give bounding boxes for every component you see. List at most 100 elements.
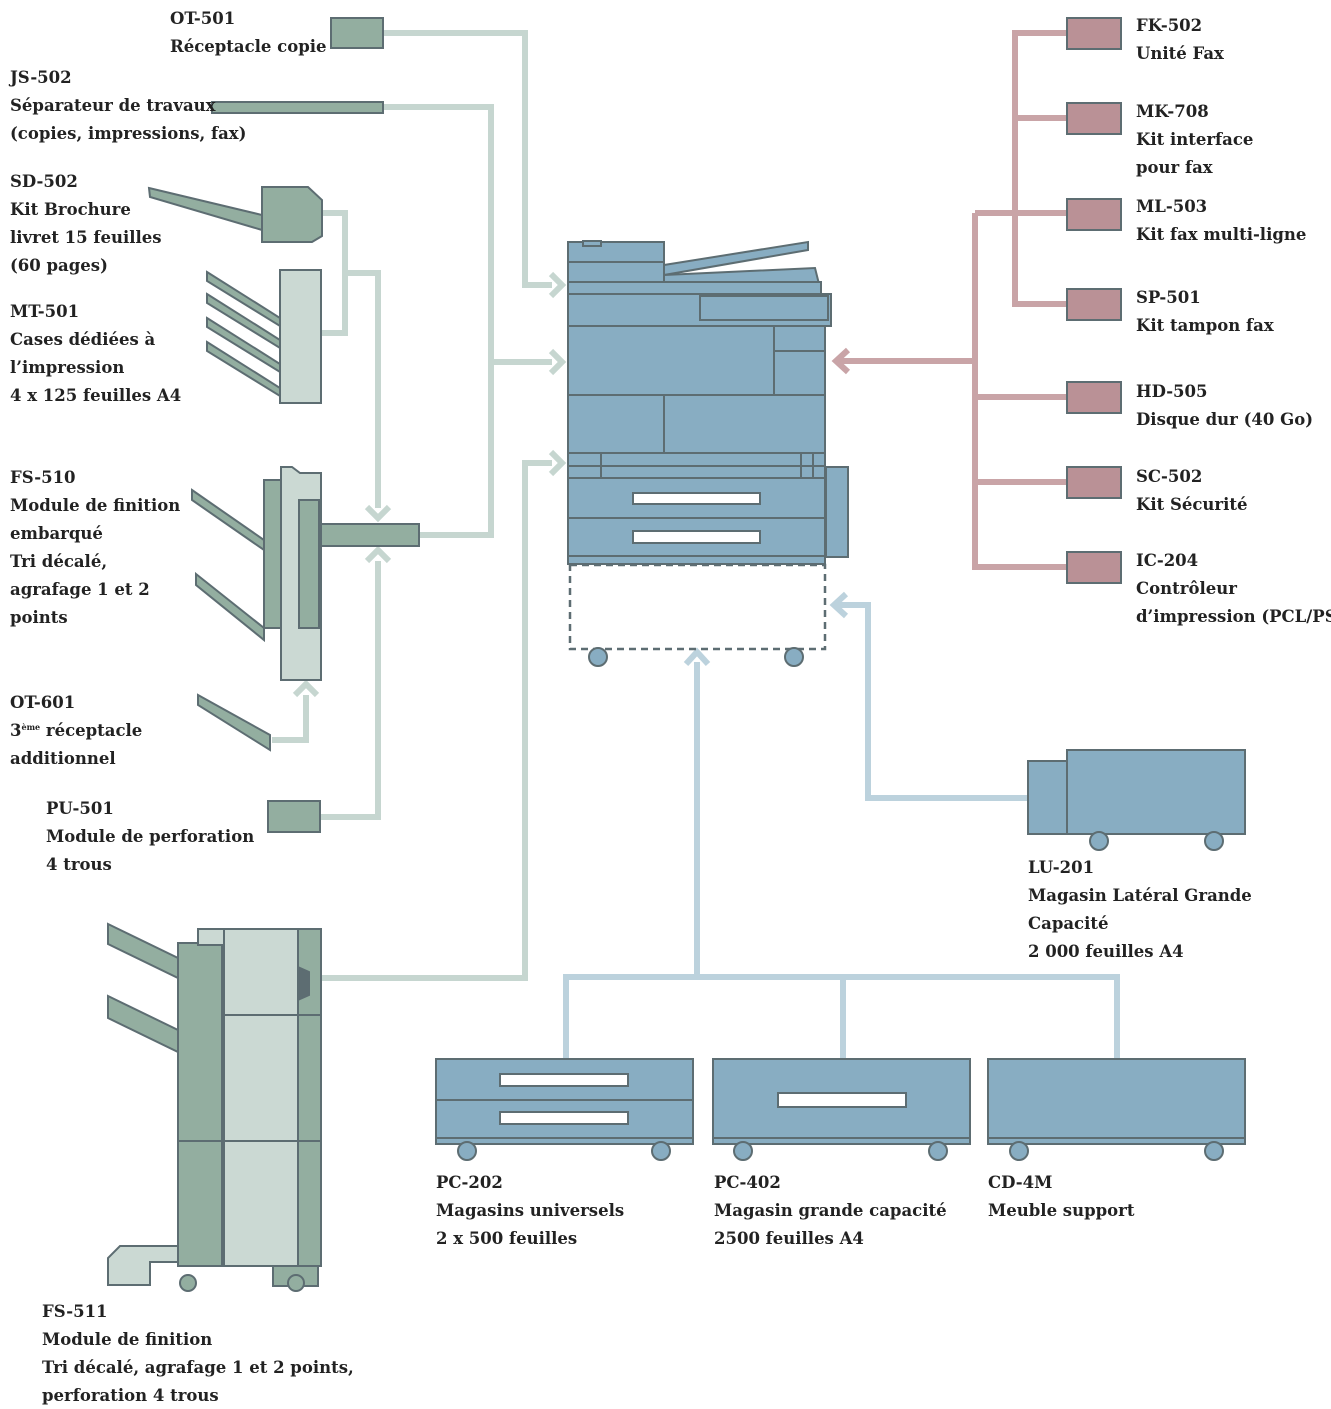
sd502-line3: (60 pages) (10, 256, 108, 275)
ml503-box (1066, 198, 1122, 231)
fs511-top-cap (197, 928, 225, 946)
fs511-latch (299, 966, 310, 1001)
ot501-code: OT-501 (170, 9, 236, 28)
stand-wheel-right (784, 647, 804, 667)
pc202-line1: Magasins universels (436, 1201, 625, 1220)
fk502-code: FK-502 (1136, 16, 1203, 35)
fs511-foot-tray (107, 1245, 179, 1286)
lu201-front (1027, 760, 1068, 835)
control-panel (699, 295, 829, 321)
front-side-upper (773, 325, 826, 396)
label-pu501: PU-501 Module de perforation 4 trous (46, 795, 254, 879)
fs511-wheel-left (179, 1274, 197, 1292)
fs510-side (263, 479, 282, 629)
ic204-line1: Contrôleur (1136, 579, 1237, 598)
arrowhead-sd-down (364, 504, 392, 523)
label-mt501: MT-501 Cases dédiées à l’impression 4 x … (10, 298, 181, 410)
green-connectors (272, 30, 552, 981)
fs510-line1: Module de finition (10, 496, 181, 515)
connector-fs511 (322, 460, 552, 981)
connector-lu201 (836, 602, 1028, 801)
arrowhead-trays (683, 647, 711, 667)
pu501-line1: Module de perforation (46, 827, 255, 846)
sd502-code: SD-502 (10, 172, 78, 191)
label-lu201: LU-201 Magasin Latéral Grande Capacité 2… (1028, 854, 1252, 966)
base-strip (567, 555, 826, 565)
hd505-box (1066, 381, 1122, 414)
pc202-code: PC-202 (436, 1173, 503, 1192)
tray-2-handle (632, 530, 761, 544)
mk708-line1: Kit interface (1136, 130, 1254, 149)
fax-devices (1066, 17, 1122, 584)
pu501-code: PU-501 (46, 799, 114, 818)
connector-sd502 (322, 210, 348, 336)
mk708-line2: pour fax (1136, 158, 1213, 177)
label-sp501: SP-501 Kit tampon fax (1136, 284, 1274, 340)
ot601-line1: 3ème réceptacle (10, 717, 142, 745)
label-js502: JS-502 Séparateur de travaux (copies, im… (10, 64, 246, 148)
fs510-line5: points (10, 608, 68, 627)
connector-ot501 (384, 30, 552, 288)
js502-code: JS-502 (10, 68, 72, 87)
label-ic204: IC-204 Contrôleur d’impression (PCL/PS) (1136, 547, 1331, 631)
fs510-tray-upper (191, 488, 265, 552)
mt501-line3: 4 x 125 feuilles A4 (10, 386, 182, 405)
fs511-main-body (223, 928, 299, 1267)
sc502-line1: Kit Sécurité (1136, 495, 1248, 514)
label-sd502: SD-502 Kit Brochure livret 15 feuilles (… (10, 168, 162, 280)
fs510-line3: Tri décalé, (10, 552, 108, 571)
copier (567, 240, 849, 667)
fs510-bridge (320, 523, 420, 547)
pc402-handle (777, 1092, 907, 1108)
fs510-inner-panel (298, 499, 320, 629)
green-arrowheads (292, 271, 567, 698)
label-ml503: ML-503 Kit fax multi-ligne (1136, 193, 1306, 249)
left-devices (147, 17, 420, 833)
label-fs510: FS-510 Module de finition embarqué Tri d… (10, 464, 180, 632)
fs511-wheel-right (287, 1274, 305, 1292)
label-ot601: OT-601 3ème réceptacle additionnel (10, 689, 142, 773)
lu201-code: LU-201 (1028, 858, 1095, 877)
connector-pu501 (320, 561, 381, 820)
fs510-line2: embarqué (10, 524, 103, 543)
label-hd505: HD-505 Disque dur (40 Go) (1136, 378, 1313, 434)
sc502-box (1066, 466, 1122, 499)
fs510-code: FS-510 (10, 468, 76, 487)
pc202-line2: 2 x 500 feuilles (436, 1229, 578, 1248)
mt501-line2: l’impression (10, 358, 125, 377)
front-door-right (663, 394, 826, 454)
label-sc502: SC-502 Kit Sécurité (1136, 463, 1248, 519)
connector-fax-bus (1012, 30, 1067, 307)
label-mk708: MK-708 Kit interface pour fax (1136, 98, 1253, 182)
fs511-finisher (107, 922, 322, 1292)
fs511-tray-upper (107, 922, 179, 980)
arrowhead-pu-up (364, 545, 392, 564)
pc402-line2: 2500 feuilles A4 (714, 1229, 864, 1248)
pc402-line1: Magasin grande capacité (714, 1201, 947, 1220)
mt501-body (279, 269, 322, 404)
lu201-wheel-right (1204, 831, 1224, 851)
mk708-box (1066, 102, 1122, 135)
pc202-device (435, 1058, 694, 1161)
ml503-line1: Kit fax multi-ligne (1136, 225, 1307, 244)
js502-line1: Séparateur de travaux (10, 96, 216, 115)
ot501-desc: Réceptacle copie (170, 37, 327, 56)
ot601-line2: additionnel (10, 749, 116, 768)
blue-connectors (563, 591, 1120, 1059)
optional-stand-outline (568, 563, 827, 651)
js502-separator (211, 101, 384, 114)
lu201-line3: 2 000 feuilles A4 (1028, 942, 1184, 961)
pu501-line2: 4 trous (46, 855, 112, 874)
pc202-handle-lower (499, 1111, 629, 1125)
lu201-body (1066, 749, 1246, 835)
cd4m-code: CD-4M (988, 1173, 1053, 1192)
tray-1-handle (632, 492, 761, 505)
sd502-tray (147, 186, 263, 232)
js502-line2: (copies, impressions, fax) (10, 124, 247, 143)
hd505-line1: Disque dur (40 Go) (1136, 410, 1314, 429)
pu501-unit (267, 800, 321, 833)
fs510-tray-lower (195, 571, 265, 643)
sp501-code: SP-501 (1136, 288, 1201, 307)
fs510-line4: agrafage 1 et 2 (10, 580, 150, 599)
